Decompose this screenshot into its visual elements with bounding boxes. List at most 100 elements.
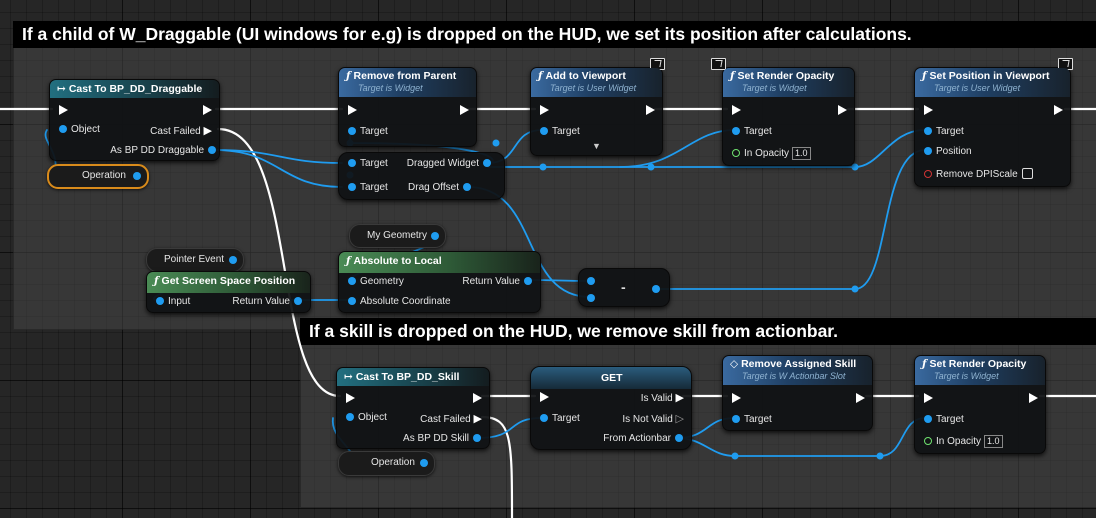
is-not-valid-exec-pin[interactable]: ▷ — [675, 413, 684, 425]
subtract-a-pin[interactable] — [587, 277, 595, 285]
remove-dpi-label: Remove DPIScale — [936, 169, 1018, 180]
cast-icon: ↦ — [344, 371, 353, 383]
return-value-pin[interactable] — [294, 297, 302, 305]
exec-out-pin[interactable] — [1029, 393, 1038, 403]
input-pin[interactable] — [156, 297, 164, 305]
operation-pin[interactable] — [133, 172, 141, 180]
operation-pin[interactable] — [420, 459, 428, 467]
exec-out-pin[interactable] — [473, 393, 482, 403]
set-position-title: Set Position in Viewport — [929, 70, 1050, 82]
return-value-pin[interactable] — [524, 277, 532, 285]
subtract-node[interactable]: - — [578, 268, 670, 307]
target-pin[interactable] — [732, 127, 740, 135]
remove-assigned-skill-node[interactable]: ◇Remove Assigned Skill Target is W Actio… — [722, 355, 873, 431]
my-geometry-label: My Geometry — [367, 230, 428, 241]
exec-out-pin[interactable] — [203, 105, 212, 115]
in-opacity-pin[interactable] — [924, 437, 932, 445]
subtract-out-pin[interactable] — [652, 285, 660, 293]
exec-in-pin[interactable] — [924, 105, 933, 115]
dragged-widget-pin[interactable] — [483, 159, 491, 167]
exec-in-pin[interactable] — [59, 105, 68, 115]
break-drag-operation-node[interactable]: Target Dragged Widget Target Drag Offset — [338, 152, 505, 200]
exec-out-pin[interactable] — [460, 105, 469, 115]
expand-arrow-icon[interactable]: ▼ — [592, 141, 601, 151]
subtract-symbol: - — [621, 279, 626, 295]
cast-to-draggable-node[interactable]: ↦Cast To BP_DD_Draggable Object Cast Fai… — [49, 79, 220, 161]
pointer-event-pin[interactable] — [229, 256, 237, 264]
remove-dpi-pin[interactable] — [924, 170, 932, 178]
my-geometry-variable[interactable]: My Geometry — [349, 224, 446, 248]
target-pin[interactable] — [540, 414, 548, 422]
target-label: Target — [360, 126, 388, 137]
remove-from-parent-subtitle: Target is Widget — [358, 83, 423, 93]
cast-failed-exec-pin[interactable]: ▶ — [203, 125, 212, 137]
target-pin[interactable] — [348, 127, 356, 135]
comment-title-skill[interactable]: If a skill is dropped on the HUD, we rem… — [300, 318, 1096, 345]
target-pin[interactable] — [348, 159, 356, 167]
position-pin[interactable] — [924, 147, 932, 155]
exec-out-pin[interactable] — [1054, 105, 1063, 115]
operation-variable-2[interactable]: Operation — [338, 451, 435, 476]
object-pin[interactable] — [59, 125, 67, 133]
my-geometry-pin[interactable] — [431, 232, 439, 240]
get-title: GET — [601, 372, 623, 384]
as-skill-label: As BP DD Skill — [403, 433, 469, 444]
data-wire-dragged-to-opacity1 — [619, 129, 736, 168]
from-actionbar-pin[interactable] — [675, 434, 683, 442]
pointer-event-label: Pointer Event — [164, 254, 225, 265]
in-opacity-input[interactable]: 1.0 — [792, 147, 811, 160]
cast-failed-exec-pin[interactable]: ▶ — [473, 413, 482, 425]
is-valid-label: Is Valid — [640, 393, 673, 404]
comment-title-draggable[interactable]: If a child of W_Draggable (UI windows fo… — [13, 21, 1096, 48]
exec-out-pin[interactable] — [856, 393, 865, 403]
subtract-b-pin[interactable] — [587, 294, 595, 302]
drag-offset-pin[interactable] — [463, 183, 471, 191]
target-pin[interactable] — [732, 415, 740, 423]
in-opacity-pin[interactable] — [732, 149, 740, 157]
exec-in-pin[interactable] — [540, 105, 549, 115]
target-pin[interactable] — [540, 127, 548, 135]
cast-skill-title: Cast To BP_DD_Skill — [355, 371, 460, 383]
as-draggable-pin[interactable] — [208, 146, 216, 154]
absolute-coordinate-pin[interactable] — [348, 297, 356, 305]
remove-assigned-skill-subtitle: Target is W Actionbar Slot — [742, 371, 846, 381]
remove-from-parent-title: Remove from Parent — [353, 70, 457, 82]
cast-failed-label: Cast Failed — [150, 126, 201, 137]
geometry-pin[interactable] — [348, 277, 356, 285]
target2-pin[interactable] — [348, 183, 356, 191]
function-icon: ƒ — [730, 70, 735, 82]
exec-out-pin[interactable] — [838, 105, 847, 115]
is-valid-exec-pin[interactable]: ▶ — [675, 392, 684, 404]
target-pin[interactable] — [924, 415, 932, 423]
as-skill-pin[interactable] — [473, 434, 481, 442]
get-node[interactable]: GET Is Valid ▶ Target Is Not Valid ▷ Fro… — [530, 366, 692, 450]
exec-out-pin[interactable] — [646, 105, 655, 115]
pointer-event-variable[interactable]: Pointer Event — [146, 248, 244, 272]
in-opacity-input[interactable]: 1.0 — [984, 435, 1003, 448]
exec-in-pin[interactable] — [924, 393, 933, 403]
exec-in-pin[interactable] — [732, 105, 741, 115]
cast-to-skill-node[interactable]: ↦Cast To BP_DD_Skill Object Cast Failed … — [336, 367, 490, 449]
exec-in-pin[interactable] — [540, 392, 549, 402]
object-pin[interactable] — [346, 413, 354, 421]
add-to-viewport-title: Add to Viewport — [545, 70, 626, 82]
function-icon: ƒ — [346, 255, 351, 267]
exec-in-pin[interactable] — [346, 393, 355, 403]
set-render-opacity-subtitle: Target is Widget — [934, 371, 999, 381]
remove-dpi-checkbox[interactable] — [1021, 168, 1033, 179]
operation-variable-1[interactable]: Operation — [47, 164, 149, 189]
function-icon: ƒ — [154, 275, 159, 287]
exec-in-pin[interactable] — [348, 105, 357, 115]
from-actionbar-label: From Actionbar — [603, 433, 671, 444]
target-pin[interactable] — [924, 127, 932, 135]
set-render-opacity-title: Set Render Opacity — [929, 358, 1027, 370]
exec-in-pin[interactable] — [732, 393, 741, 403]
